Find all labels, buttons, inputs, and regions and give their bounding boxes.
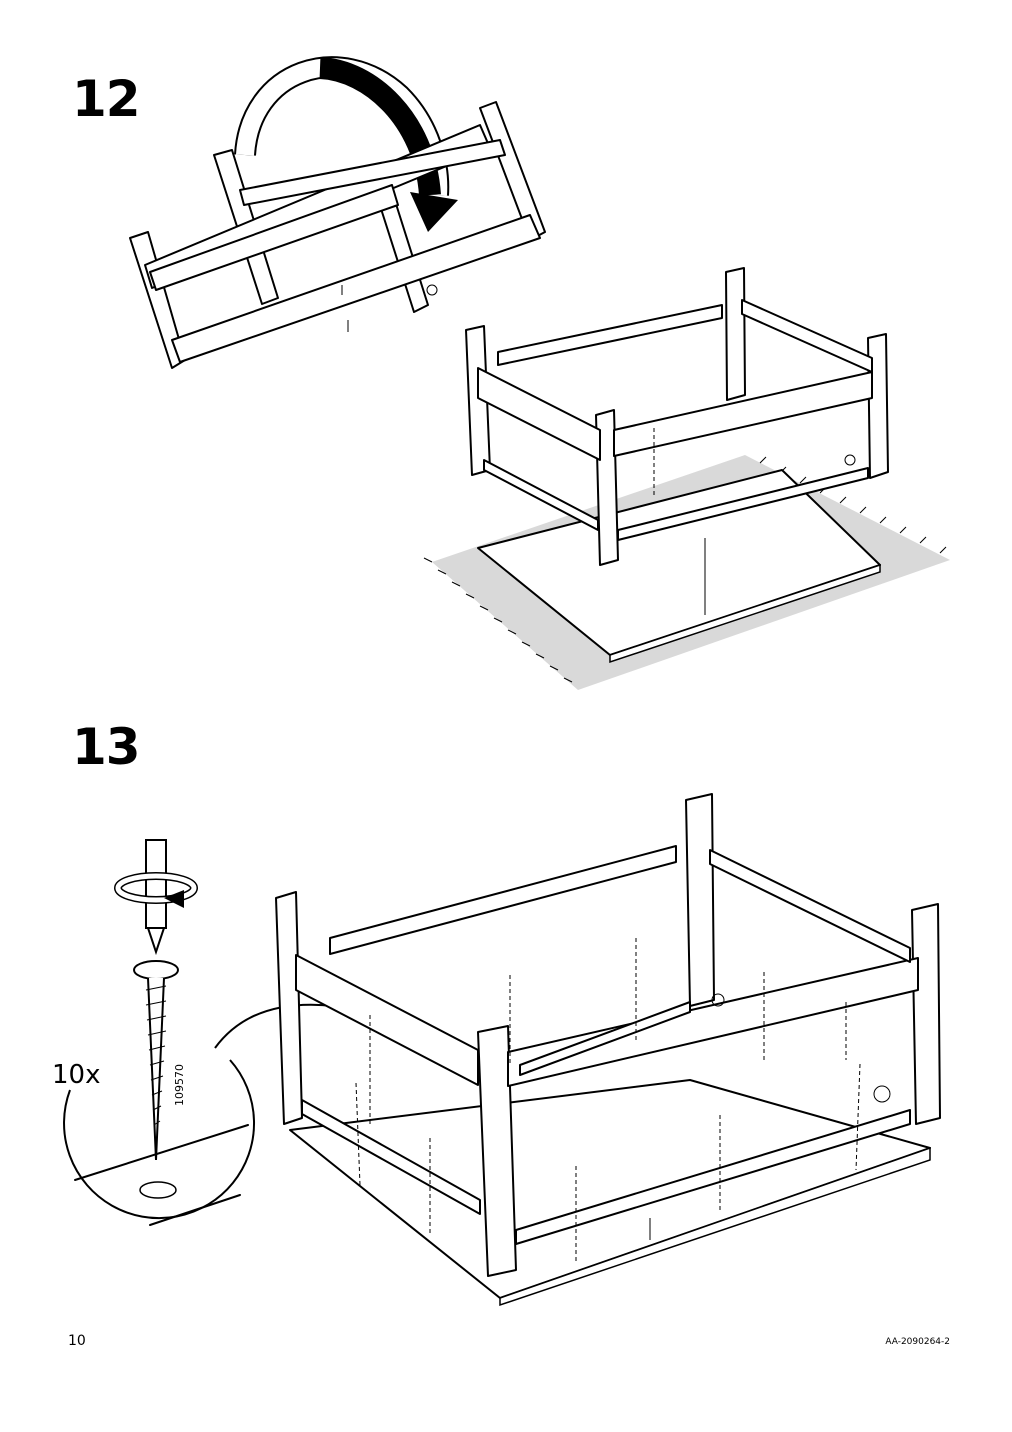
- part-number: 109570: [173, 1064, 186, 1106]
- step-12-illustration: [129, 56, 950, 690]
- frame-upright: [465, 267, 889, 566]
- document-id: AA-2090264-2: [885, 1337, 950, 1347]
- screw-icon: [133, 960, 179, 1161]
- step-number-12: 12: [72, 70, 141, 128]
- frame-upside-down: [129, 101, 546, 369]
- table-top: [289, 1079, 931, 1299]
- page-number: 10: [68, 1333, 86, 1349]
- detail-callout: [63, 1003, 361, 1226]
- step-number-13: 13: [72, 718, 141, 776]
- quantity-label: 10x: [52, 1060, 101, 1090]
- screwdriver-icon: [114, 839, 198, 956]
- frame: [275, 793, 941, 1277]
